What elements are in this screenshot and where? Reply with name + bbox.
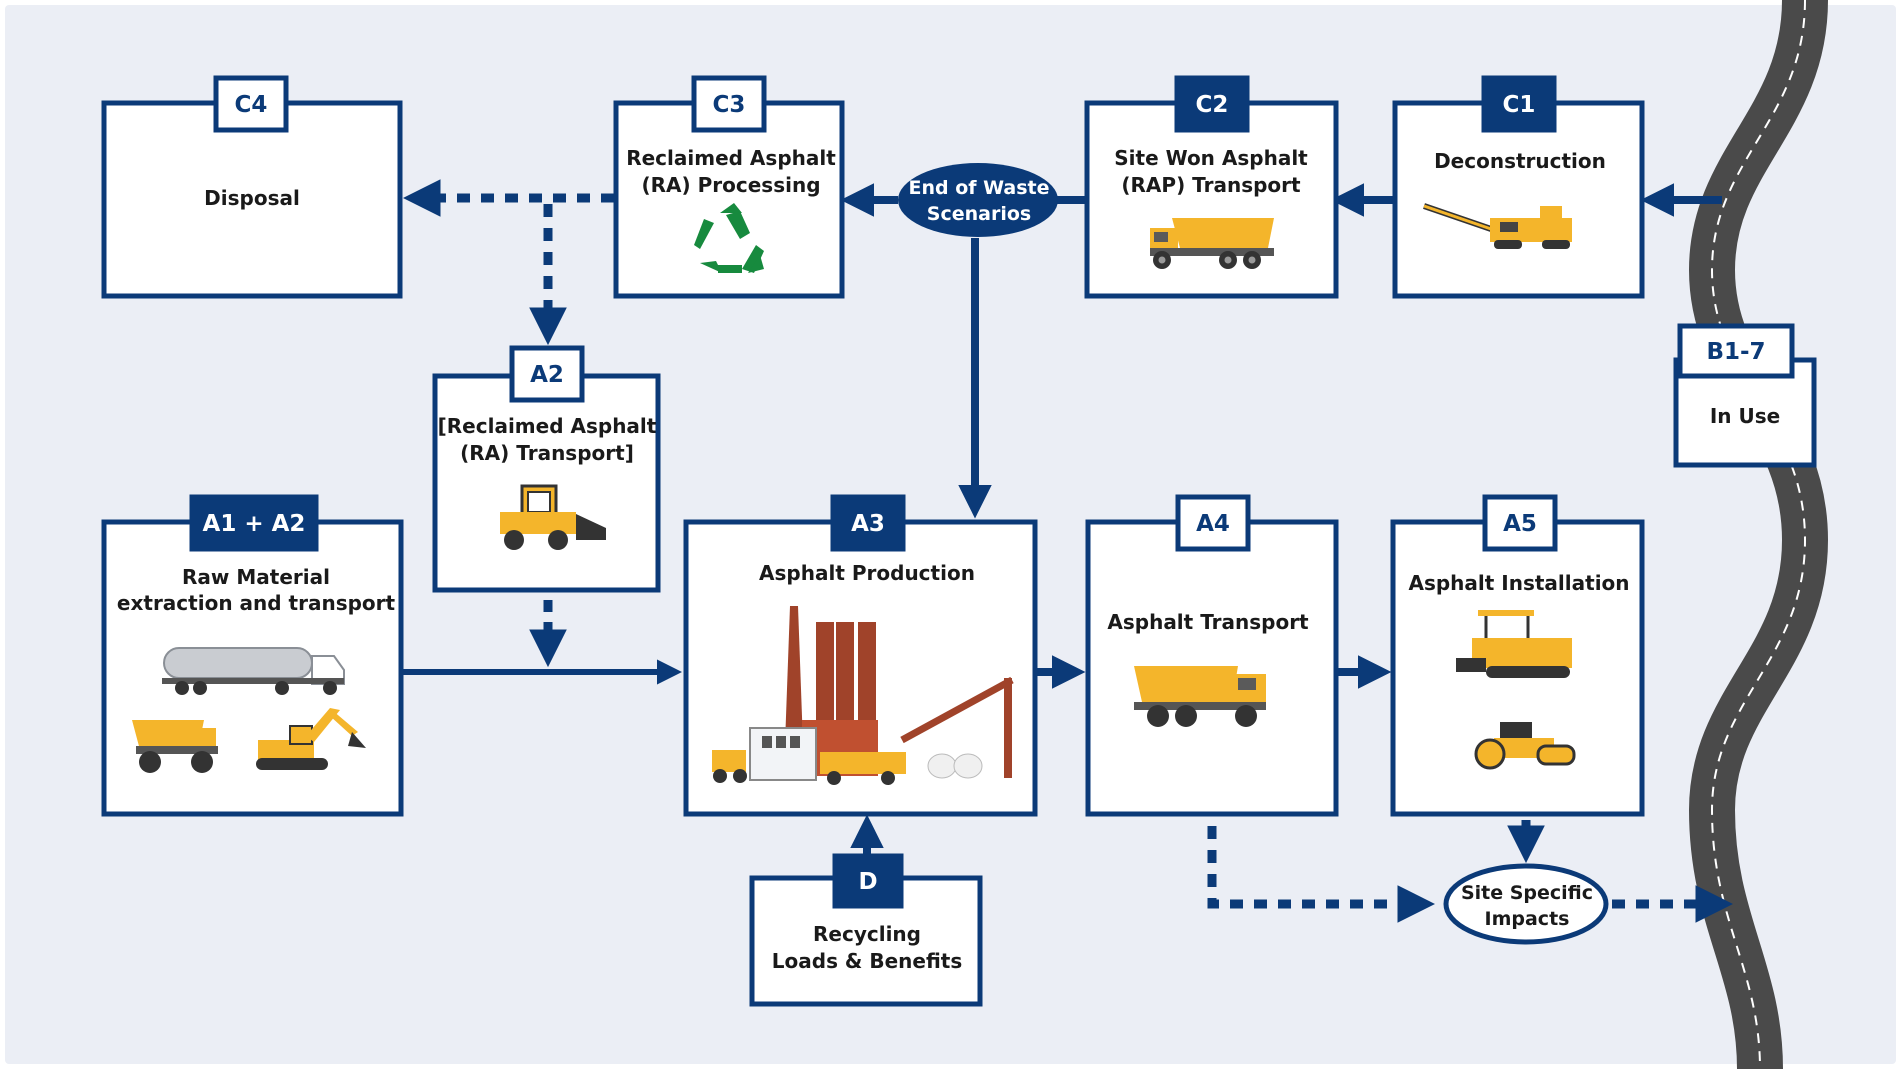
stage-a5: A5 Asphalt Installation (1390, 494, 1645, 817)
stage-c3: C3 Reclaimed Asphalt (RA) Processing (613, 75, 845, 299)
stage-c1-code: C1 (1503, 92, 1536, 118)
stage-d-title-line1: Recycling (813, 922, 921, 946)
milling-machine-icon (1423, 203, 1572, 249)
end-of-waste-line2: Scenarios (927, 203, 1031, 225)
dump-truck-icon (1150, 218, 1274, 269)
stage-a4-title: Asphalt Transport (1107, 610, 1309, 634)
paver-icon (1456, 610, 1572, 678)
tanker-truck-icon (162, 647, 345, 695)
excavator-icon (256, 708, 366, 770)
stage-a3: A3 Asphalt Production (683, 494, 1038, 817)
stage-a1a2-code: A1 + A2 (203, 511, 306, 537)
stage-b17-code: B1-7 (1706, 339, 1765, 365)
stage-a2-code: A2 (530, 362, 564, 388)
stage-a1a2: A1 + A2 Raw Material extraction and tran… (101, 494, 404, 817)
site-specific-impacts-oval: Site Specific Impacts (1443, 863, 1609, 945)
stage-a4: A4 Asphalt Transport (1085, 494, 1339, 817)
stage-a5-title: Asphalt Installation (1408, 571, 1629, 595)
stage-c1: C1 Deconstruction (1392, 75, 1645, 299)
skid-steer-loader-icon (500, 484, 606, 550)
flow-arrows (402, 179, 1734, 923)
stage-c2-code: C2 (1196, 92, 1229, 118)
road-roller-icon (1474, 722, 1576, 770)
stage-a1a2-title-line2: extraction and transport (117, 591, 396, 615)
stage-a2-title-line2: (RA) Transport] (460, 441, 634, 465)
stage-a2-title-line1: [Reclaimed Asphalt (438, 414, 657, 438)
stage-c1-title: Deconstruction (1434, 149, 1606, 173)
end-of-waste-line1: End of Waste (908, 177, 1049, 199)
stage-d-code: D (858, 869, 877, 895)
stage-c4-code: C4 (235, 92, 268, 118)
stage-a5-code: A5 (1503, 511, 1537, 537)
road-illustration (1688, 0, 1829, 1069)
mining-truck-icon (132, 720, 218, 773)
stage-c3-title-line2: (RA) Processing (641, 173, 820, 197)
stage-c4: C4 Disposal (101, 75, 403, 299)
stage-c3-title-line1: Reclaimed Asphalt (626, 146, 836, 170)
stage-c3-code: C3 (713, 92, 746, 118)
asphalt-plant-icon (712, 606, 1014, 785)
dump-truck-icon (1134, 666, 1266, 727)
stage-b17: B1-7 In Use (1673, 323, 1817, 468)
stage-a2: A2 [Reclaimed Asphalt (RA) Transport] (432, 345, 661, 593)
stage-a3-code: A3 (851, 511, 885, 537)
arrow-a4-to-site-impacts (1207, 826, 1436, 923)
stage-c2-title-line2: (RAP) Transport (1121, 173, 1301, 197)
stage-a4-code: A4 (1196, 511, 1230, 537)
stage-d: D Recycling Loads & Benefits (749, 853, 983, 1007)
stage-c2: C2 Site Won Asphalt (RAP) Transport (1084, 75, 1339, 299)
stage-a3-title: Asphalt Production (759, 561, 975, 585)
recycle-icon (694, 203, 764, 273)
stage-b17-title: In Use (1710, 404, 1780, 428)
end-of-waste-oval: End of Waste Scenarios (898, 163, 1058, 237)
stage-a1a2-title-line1: Raw Material (182, 565, 330, 589)
site-specific-line1: Site Specific (1461, 882, 1593, 904)
stage-c4-title: Disposal (204, 186, 300, 210)
site-specific-line2: Impacts (1485, 908, 1570, 930)
stage-c2-title-line1: Site Won Asphalt (1114, 146, 1308, 170)
stage-d-title-line2: Loads & Benefits (772, 949, 962, 973)
